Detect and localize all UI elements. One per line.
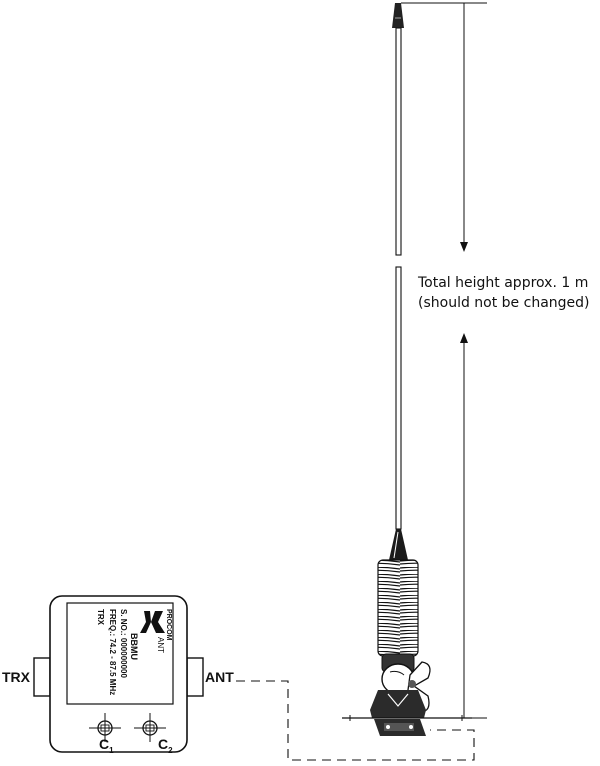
cap-c2	[134, 713, 166, 742]
trx-port-label: TRX	[2, 669, 30, 685]
c2-label: C2	[158, 736, 173, 755]
ant-plate-text: ANT	[156, 637, 165, 653]
antenna-whip	[392, 3, 404, 530]
coax-cable	[236, 680, 475, 761]
arrow-up	[460, 333, 468, 343]
antenna-base	[342, 529, 472, 736]
freq-text: FREQ.: 74.2 - 87.5 MHz	[108, 609, 117, 696]
matching-box	[33, 595, 204, 753]
cap-c1	[89, 713, 121, 742]
height-note-line1: Total height approx. 1 m	[418, 275, 589, 291]
trx-connector	[33, 657, 51, 697]
trx-plate-text: TRX	[96, 609, 105, 625]
mount-bracket	[370, 690, 426, 718]
height-note-line2: (should not be changed)	[418, 295, 590, 311]
c1-label: C1	[99, 736, 114, 755]
model-text: BBMU	[129, 633, 139, 660]
arrow-down	[460, 242, 468, 252]
label-plate-text: PROCOM ANT BBMU S. NO.: 000000000 FREQ.:…	[67, 603, 173, 704]
coil-spring	[377, 559, 419, 657]
serial-text: S. NO.: 000000000	[119, 609, 128, 678]
base-cone	[389, 529, 408, 560]
whip-lower-rod	[395, 266, 402, 530]
brand-text: PROCOM	[165, 609, 172, 641]
ant-connector	[186, 657, 204, 697]
whip-upper-rod	[395, 27, 402, 256]
height-dimension	[401, 2, 487, 719]
procom-logo	[151, 611, 165, 633]
ant-port-label: ANT	[205, 669, 234, 685]
whip-tip-cap	[392, 3, 404, 28]
